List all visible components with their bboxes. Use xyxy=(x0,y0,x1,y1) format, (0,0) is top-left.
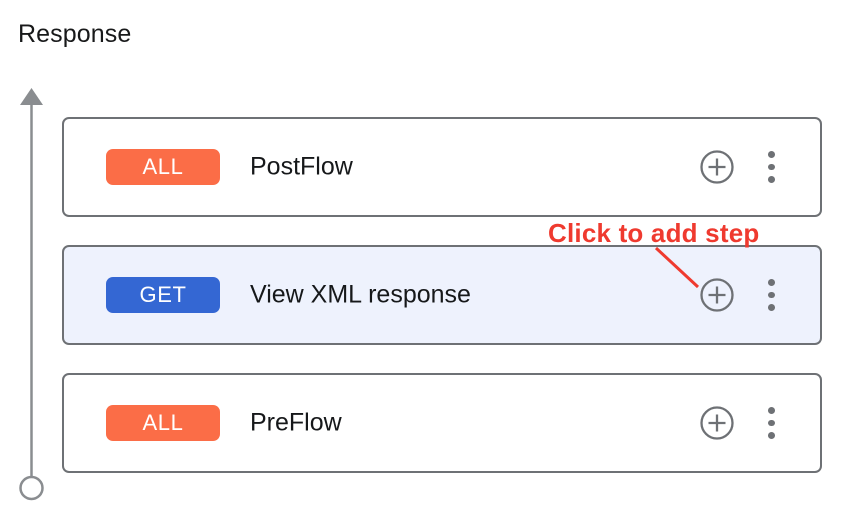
kebab-dot xyxy=(767,419,775,427)
page-title: Response xyxy=(18,20,132,48)
method-badge: GET xyxy=(106,277,220,313)
kebab-dot xyxy=(767,407,775,414)
flow-row-postflow[interactable]: ALL PostFlow xyxy=(62,117,822,217)
flow-timeline xyxy=(12,88,52,502)
kebab-dot xyxy=(767,176,775,184)
up-arrow-icon xyxy=(20,88,43,105)
annotation-label: Click to add step xyxy=(548,218,760,248)
plus-circle-icon[interactable] xyxy=(698,276,736,314)
flow-list: ALL PostFlow GET View XML response xyxy=(62,117,822,501)
kebab-dot xyxy=(767,279,775,286)
row-actions xyxy=(698,276,820,314)
flow-name-label: PostFlow xyxy=(250,152,353,181)
row-actions xyxy=(698,148,820,186)
kebab-dot xyxy=(767,151,775,158)
kebab-dot xyxy=(767,432,775,440)
kebab-menu-icon[interactable] xyxy=(756,276,786,314)
kebab-dot xyxy=(767,163,775,171)
row-actions xyxy=(698,404,820,442)
flow-row-preflow[interactable]: ALL PreFlow xyxy=(62,373,822,473)
plus-circle-icon[interactable] xyxy=(698,148,736,186)
kebab-menu-icon[interactable] xyxy=(756,148,786,186)
kebab-menu-icon[interactable] xyxy=(756,404,786,442)
kebab-dot xyxy=(767,304,775,312)
flow-row-view-xml-response[interactable]: GET View XML response xyxy=(62,245,822,345)
flow-name-label: PreFlow xyxy=(250,408,342,437)
circle-endpoint-icon xyxy=(19,475,44,501)
method-badge: ALL xyxy=(106,405,220,441)
method-badge: ALL xyxy=(106,149,220,185)
kebab-dot xyxy=(767,291,775,299)
plus-circle-icon[interactable] xyxy=(698,404,736,442)
flow-name-label: View XML response xyxy=(250,280,471,309)
